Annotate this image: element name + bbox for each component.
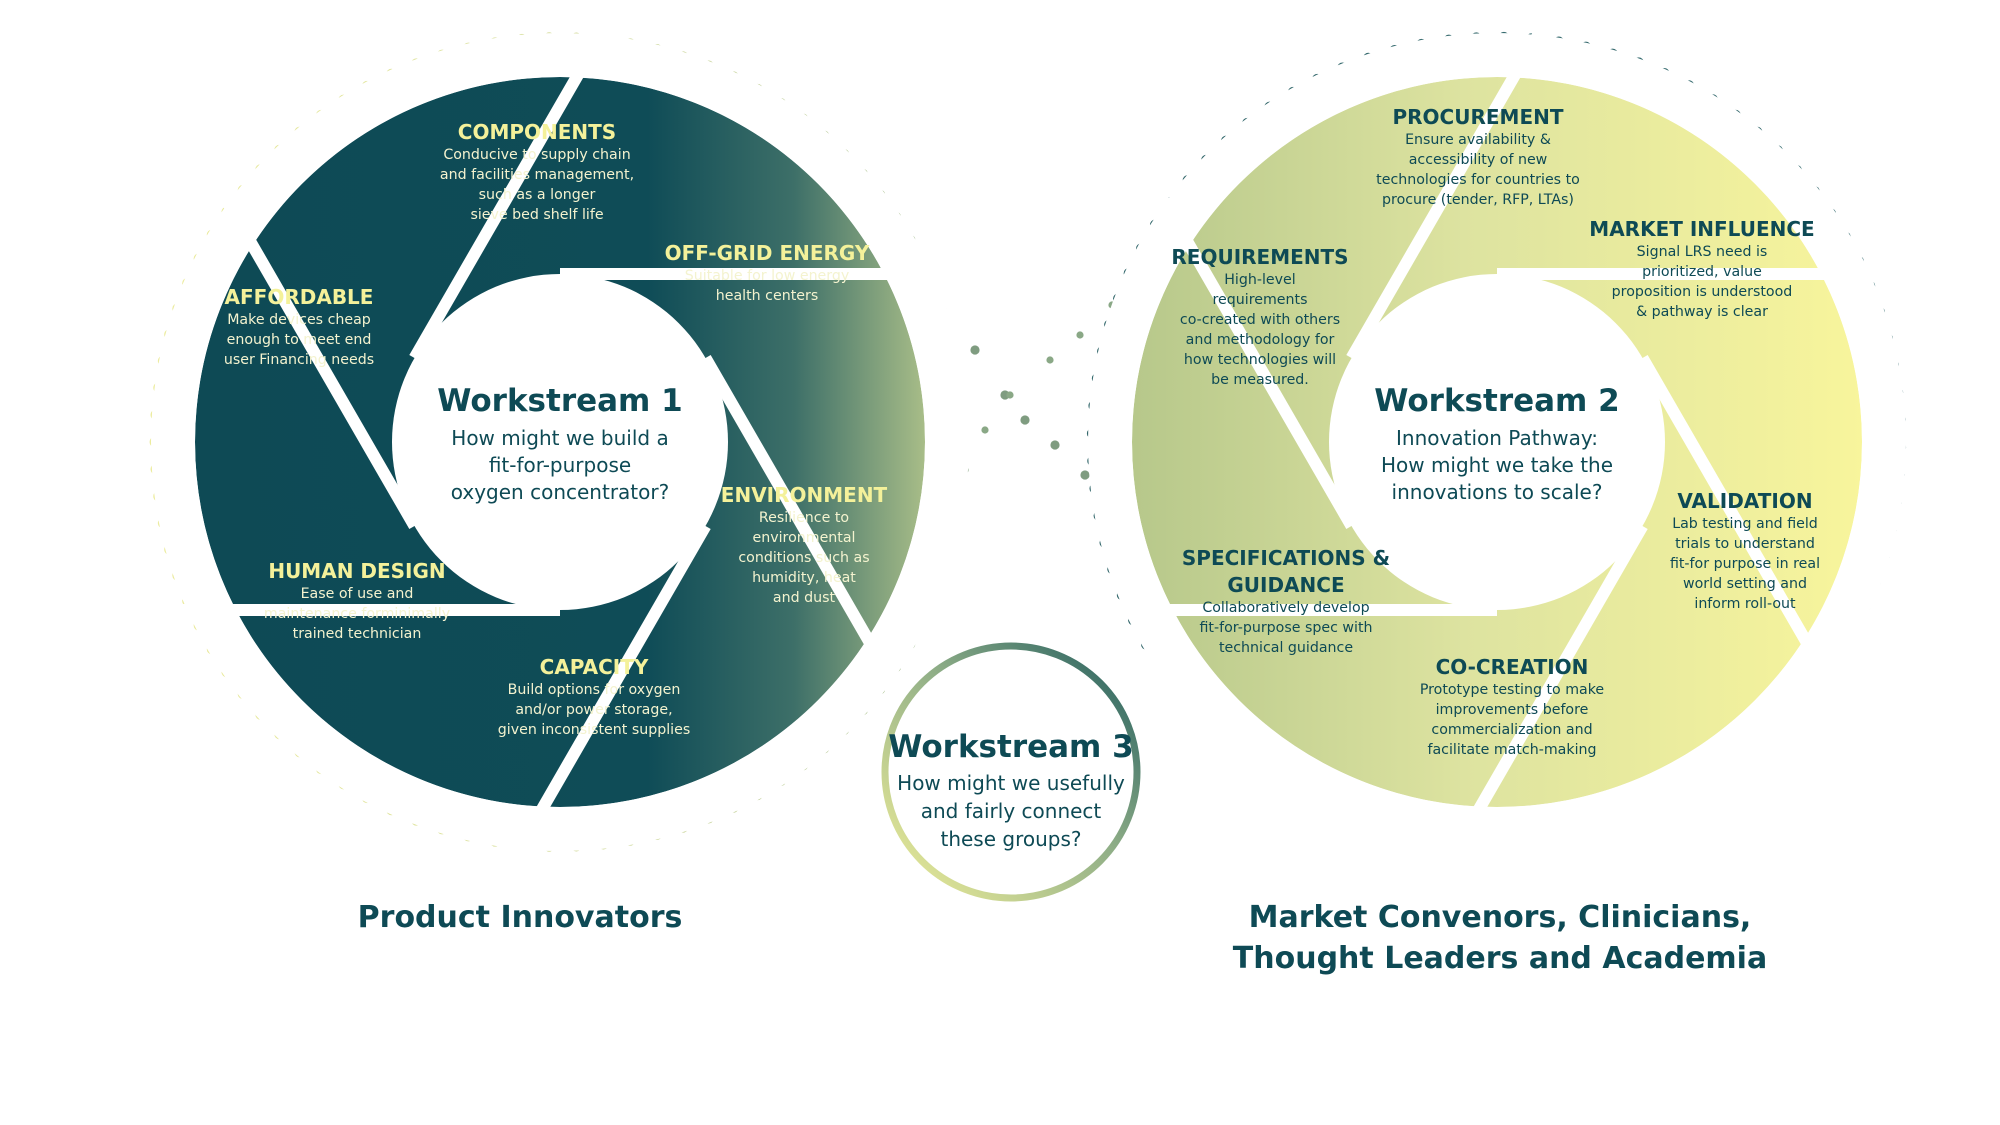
- workstream2-question-line3: innovations to scale?: [1392, 480, 1603, 504]
- segment-body: fit-for purpose in real: [1670, 556, 1820, 572]
- segment-body: & pathway is clear: [1636, 304, 1768, 320]
- segment-body: maintenance forminimally: [264, 606, 450, 622]
- segment-title-affordable: AFFORDABLE: [225, 285, 374, 309]
- segment-body: Build options for oxygen: [508, 682, 681, 698]
- segment-body: such as a longer: [479, 187, 596, 203]
- workstream1-rim: [151, 33, 969, 851]
- workstream1-title: Workstream 1: [437, 383, 682, 419]
- segment-body: and methodology for: [1186, 332, 1335, 348]
- workstream1-center: Workstream 1 How might we build a fit-fo…: [437, 383, 682, 504]
- workstream3-question-line1: How might we usefully: [897, 771, 1125, 795]
- label-product-innovators: Product Innovators: [357, 900, 683, 935]
- segment-body: Conducive to supply chain: [443, 147, 630, 163]
- segment-title-capacity: CAPACITY: [540, 655, 649, 679]
- segment-body: Collaboratively develop: [1202, 600, 1369, 616]
- workstream2-wheel: [1088, 4, 1906, 880]
- segment-title-off-grid-energy: OFF-GRID ENERGY: [665, 241, 870, 265]
- segment-body: facilitate match-making: [1427, 742, 1596, 758]
- workstream1-question-line1: How might we build a: [451, 426, 668, 450]
- segment-title-specifications-guidance: SPECIFICATIONS &: [1182, 546, 1390, 570]
- segment-body: Ensure availability &: [1405, 132, 1551, 148]
- segment-body: sieve bed shelf life: [470, 207, 603, 223]
- segment-title-components: COMPONENTS: [458, 120, 616, 144]
- label-market-convenors: Market Convenors, Clinicians, Thought Le…: [1210, 897, 1790, 979]
- segment-body: given inconsistent supplies: [498, 722, 690, 738]
- workstream1-question-line2: fit-for-purpose: [489, 453, 631, 477]
- workstream2-question-line1: Innovation Pathway:: [1396, 426, 1598, 450]
- segment-body: Resilience to: [759, 510, 849, 526]
- segment-body: improvements before: [1436, 702, 1589, 718]
- segment-body: conditions such as: [738, 550, 869, 566]
- segment-body: technologies for countries to: [1376, 172, 1580, 188]
- segment-body: health centers: [716, 288, 818, 304]
- segment-body: how technologies will: [1184, 352, 1336, 368]
- segment-body: user Financing needs: [224, 352, 374, 368]
- segment-body: be measured.: [1211, 372, 1309, 388]
- workstream3-ring: [881, 642, 1141, 902]
- segment-title-specifications-guidance-line2: GUIDANCE: [1227, 573, 1344, 597]
- label-market-convenors-line2: Thought Leaders and Academia: [1232, 941, 1768, 976]
- segment-body: Suitable for low energy: [685, 268, 850, 284]
- connector-dot: [1050, 440, 1060, 450]
- workstream3-question-line2: and fairly connect: [921, 799, 1102, 823]
- segment-body: and dust: [773, 590, 836, 606]
- segment-body: and/or power storage,: [515, 702, 672, 718]
- segment-body: Signal LRS need is: [1637, 244, 1768, 260]
- segment-body: proposition is understood: [1612, 284, 1793, 300]
- segment-body: Lab testing and field: [1672, 516, 1818, 532]
- segment-body: humidity, heat: [752, 570, 856, 586]
- segment-body: Prototype testing to make: [1420, 682, 1604, 698]
- connector-dot: [981, 426, 989, 434]
- workstream2-center: Workstream 2 Innovation Pathway: How mig…: [1374, 383, 1619, 504]
- workstream1-segment-text: COMPONENTS Conducive to supply chain and…: [224, 120, 888, 738]
- segment-body: environmental: [753, 530, 856, 546]
- segment-body: co-created with others: [1180, 312, 1340, 328]
- workstream1-wheel: [151, 4, 969, 880]
- connector-dot: [1046, 356, 1054, 364]
- segment-body: High-level: [1224, 272, 1295, 288]
- segment-title-procurement: PROCUREMENT: [1393, 105, 1564, 129]
- segment-title-human-design: HUMAN DESIGN: [268, 559, 445, 583]
- workstream2-segment-text: PROCUREMENT Ensure availability & access…: [1171, 105, 1820, 758]
- segment-body: trials to understand: [1675, 536, 1815, 552]
- workstream2-center-hole: [1329, 274, 1665, 610]
- workstream3-title: Workstream 3: [888, 729, 1133, 765]
- segment-body: and facilities management,: [440, 167, 634, 183]
- segment-title-environment: ENVIRONMENT: [721, 483, 888, 507]
- segment-body: technical guidance: [1219, 640, 1353, 656]
- segment-body: Ease of use and: [301, 586, 414, 602]
- segment-body: prioritized, value: [1642, 264, 1762, 280]
- connector-dot: [970, 345, 980, 355]
- segment-title-validation: VALIDATION: [1677, 489, 1812, 513]
- segment-body: requirements: [1213, 292, 1308, 308]
- segment-body: world setting and: [1683, 576, 1807, 592]
- segment-title-market-influence: MARKET INFLUENCE: [1589, 217, 1814, 241]
- segment-body: commercialization and: [1431, 722, 1592, 738]
- connector-dot: [1080, 470, 1090, 480]
- segment-title-co-creation: CO-CREATION: [1436, 655, 1589, 679]
- connector-dot: [1076, 331, 1084, 339]
- workstream2-question-line2: How might we take the: [1381, 453, 1613, 477]
- workstream1-question-line3: oxygen concentrator?: [451, 480, 669, 504]
- segment-body: trained technician: [293, 626, 422, 642]
- workstream2-title: Workstream 2: [1374, 383, 1619, 419]
- connector-dot: [1006, 391, 1014, 399]
- segment-body: accessibility of new: [1409, 152, 1548, 168]
- segment-body: procure (tender, RFP, LTAs): [1382, 192, 1574, 208]
- workstream2-rim: [1088, 33, 1906, 851]
- segment-body: enough to meet end: [227, 332, 372, 348]
- workstream1-center-hole: [392, 274, 728, 610]
- workstream3-question-line3: these groups?: [940, 827, 1081, 851]
- segment-title-requirements: REQUIREMENTS: [1171, 245, 1348, 269]
- label-market-convenors-line1: Market Convenors, Clinicians,: [1248, 900, 1752, 935]
- connector-dot: [1020, 415, 1030, 425]
- segment-body: Make devices cheap: [227, 312, 371, 328]
- segment-body: fit-for-purpose spec with: [1199, 620, 1372, 636]
- workstream3-circle: Workstream 3 How might we usefully and f…: [881, 642, 1141, 902]
- segment-body: inform roll-out: [1694, 596, 1796, 612]
